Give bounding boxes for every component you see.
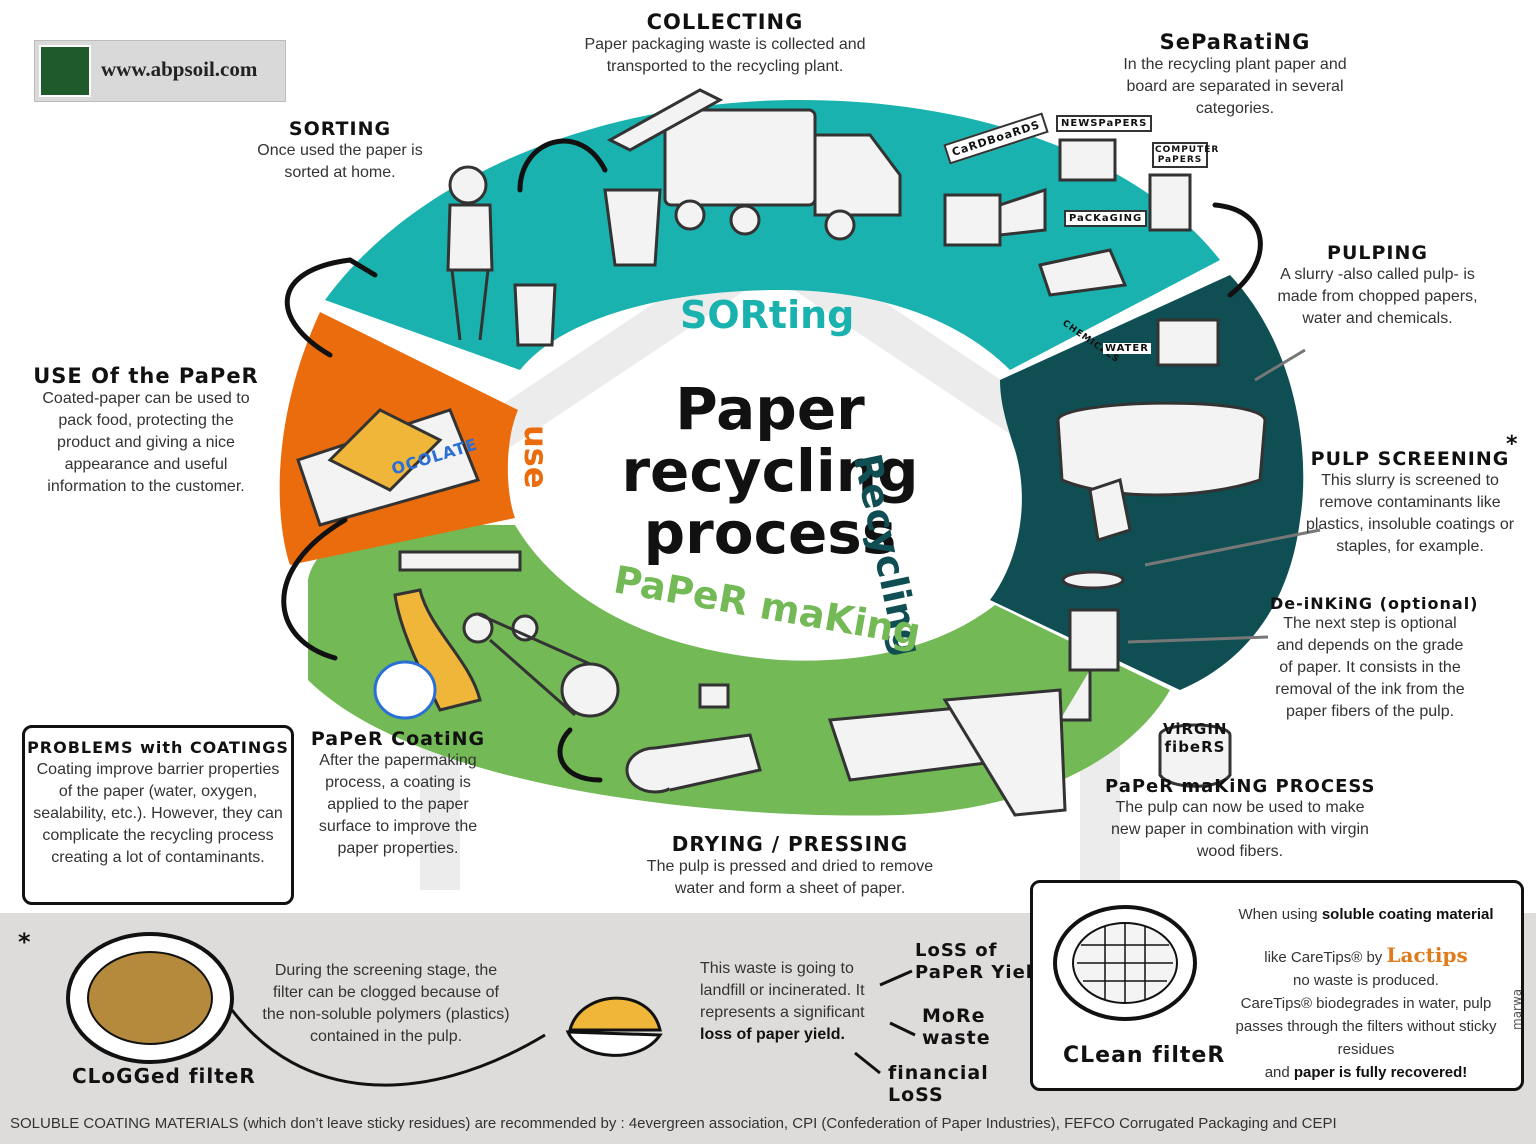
clean-filter-line-2: like CareTips® by Lactips [1221,944,1511,969]
step-collecting-heading: COLLECTING [646,10,804,34]
clean-text-5b: paper is fully recovered! [1293,1064,1468,1081]
clean-text-5a: and [1264,1064,1290,1081]
step-use-of-paper-heading: USE Of the PaPeR [33,364,259,388]
financial-loss-line-1: financial [888,1062,989,1084]
step-pulping-heading: PULPING [1327,242,1428,264]
clean-filter-text: When using soluble coating material like… [1221,903,1511,1084]
footer-recommendation: SOLUBLE COATING MATERIALS (which don’t l… [10,1115,1337,1132]
clean-text-4: CareTips® biodegrades in water, pulp pas… [1235,995,1497,1058]
label-packaging: PaCKaGING [1064,210,1148,227]
financial-loss-line-2: LoSS [888,1084,944,1106]
step-pulp-screening: PULP SCREENING This slurry is screened t… [1300,448,1520,558]
clean-filter-line-1: When using soluble coating material [1221,903,1511,926]
step-sorting-text: Once used the paper is sorted at home. [257,142,423,181]
person-illustration [446,165,494,341]
label-virgin-fibers: ViRGIN fibeRS [1163,720,1227,756]
more-waste-line-1: MoRe [922,1005,986,1027]
bottom-asterisk: * [18,928,32,956]
logo-url: www.abpsoil.com [101,57,258,81]
separating-illustration [943,138,1192,297]
clean-filter-line-5: and paper is fully recovered! [1221,1061,1511,1084]
title-line-3: process [643,499,897,567]
loss-of-yield-label: LoSS of PaPeR Yield [915,940,1047,984]
site-logo[interactable]: www.abpsoil.com [34,40,286,102]
more-waste-line-2: waste [922,1027,991,1049]
step-collecting-text: Paper packaging waste is collected and t… [584,36,866,75]
title-line-2: recycling [621,437,919,505]
coating-illustration [373,550,620,720]
label-water: WATER [1103,343,1151,354]
page-title: Paper recycling process [560,378,980,564]
step-paper-coating-text: After the papermaking process, a coating… [318,752,478,857]
step-sorting: SORTING Once used the paper is sorted at… [252,118,428,184]
label-computer-papers: COMPUTER PaPERS [1152,142,1218,168]
bottom-illustrations [66,932,916,1087]
clean-text-1a: When using [1238,906,1318,923]
waste-text: This waste is going to landfill or incin… [700,958,880,1046]
step-use-of-paper: USE Of the PaPeR Coated-paper can be use… [30,364,262,498]
step-pulping: PULPING A slurry -also called pulp- is m… [1275,242,1480,330]
segment-label-use: use [517,425,555,489]
step-pulping-text: A slurry -also called pulp- is made from… [1277,266,1478,327]
step-paper-coating-heading: PaPeR CoatiNG [310,728,486,750]
clean-text-1b: soluble coating material [1321,906,1494,923]
step-pulp-screening-text: This slurry is screened to remove contam… [1305,472,1515,555]
step-separating-text: In the recycling plant paper and board a… [1123,56,1347,117]
step-paper-making-process: PaPeR maKiNG PROCESS The pulp can now be… [1105,776,1375,863]
clean-text-3: no waste is produced. [1293,972,1439,989]
loss-of-yield-line-1: LoSS of [915,940,998,961]
asterisk-marker: * [1506,432,1519,457]
step-drying-text: The pulp is pressed and dried to remove … [646,858,934,897]
problems-text: Coating improve barrier properties of th… [33,761,283,866]
more-waste-label: MoRe waste [922,1005,991,1049]
label-virgin-fibers-line-1: ViRGIN [1163,720,1228,738]
artist-signature: marwa [1510,988,1524,1030]
clogged-filter-text: During the screening stage, the filter c… [262,962,510,1045]
step-pulp-screening-heading: PULP SCREENING [1310,448,1510,470]
step-paper-making-process-text: The pulp can now be used to make new pap… [1111,799,1369,860]
house-icon [39,45,91,97]
step-separating-heading: SePaRatiNG [1159,30,1311,54]
pointer-arrows [1127,348,1321,644]
clean-filter-box: CLean filteR When using soluble coating … [1030,880,1524,1091]
step-drying: DRYING / PRESSING The pulp is pressed an… [630,832,950,900]
label-newspapers: NEWSPaPERS [1056,115,1153,132]
clean-filter-icon [1053,905,1197,1021]
step-deinking-heading: De-iNKiNG (optional) [1270,594,1479,613]
bin-illustrations [513,188,662,347]
problems-box: PROBLEMS with COATINGS Coating improve b… [22,725,294,905]
waste-text-bold: loss of paper yield. [700,1026,845,1043]
step-paper-coating: PaPeR CoatiNG After the papermaking proc… [306,728,490,860]
loss-of-yield-line-2: PaPeR Yield [915,962,1047,983]
segment-label-sorting: SORting [680,293,855,337]
clean-filter-label: CLean filteR [1063,1043,1226,1068]
step-use-of-paper-text: Coated-paper can be used to pack food, p… [42,390,250,495]
step-drying-heading: DRYING / PRESSING [671,832,909,856]
step-sorting-heading: SORTING [288,118,392,140]
chocolate-illustration [296,408,481,527]
step-separating: SePaRatiNG In the recycling plant paper … [1120,30,1350,120]
clean-text-2a: like CareTips® by [1264,949,1383,966]
financial-loss-label: financial LoSS [888,1062,989,1106]
step-deinking-text: The next step is optional and depends on… [1275,615,1465,720]
drying-illustration [625,683,1067,817]
title-line-1: Paper [675,375,865,443]
step-collecting: COLLECTING Paper packaging waste is coll… [570,10,880,78]
step-paper-making-process-heading: PaPeR maKiNG PROCESS [1105,776,1376,797]
lactips-logo: Lactips [1386,943,1468,967]
truck-illustration [606,88,902,241]
cycle-arrows [281,138,1263,783]
clogged-filter-label: CLoGGed filteR [72,1064,256,1088]
waste-text-plain: This waste is going to landfill or incin… [700,960,865,1021]
problems-heading: PROBLEMS with COATINGS [27,738,289,757]
step-deinking: De-iNKiNG (optional) The next step is op… [1270,594,1479,723]
pulping-illustration [1056,318,1267,788]
label-virgin-fibers-line-2: fibeRS [1164,738,1226,756]
